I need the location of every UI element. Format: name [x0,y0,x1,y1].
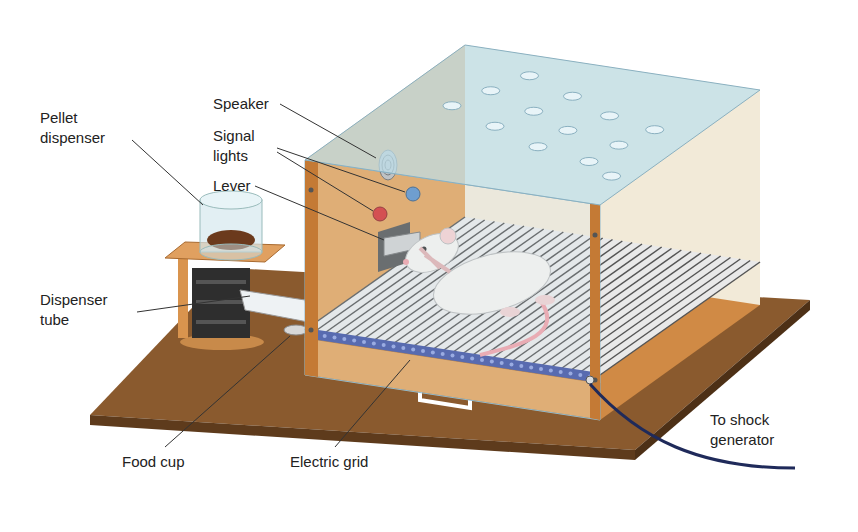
air-holes [443,72,664,180]
part-label: Lever [213,176,273,196]
air-holes-part [559,126,577,134]
leader-lines-part [255,186,384,240]
leader-lines-part [137,296,250,312]
leader-lines-part [132,140,203,205]
air-holes-part [601,112,619,120]
glass-walls-part [309,188,314,193]
air-holes-part [486,122,504,130]
dispenser-tube-part [240,290,308,322]
air-holes-part [529,143,547,151]
pellet-dispenser-part [196,280,246,284]
air-holes-part [580,158,598,166]
glass-walls [305,45,760,420]
glass-walls-part [593,233,598,238]
leader-lines-part [335,360,410,447]
air-holes-part [521,72,539,80]
air-holes-part [564,92,582,100]
air-holes-part [646,126,664,134]
leader-lines-part [165,336,290,447]
air-holes-part [603,172,621,180]
part-label: Pellet dispenser [40,108,125,148]
shock-cable-part [586,376,594,384]
air-holes-part [482,87,500,95]
pellet-dispenser [165,191,285,350]
part-label: Speaker [213,94,293,114]
grid-bars-part [590,261,750,374]
leader-lines-part [280,104,376,158]
air-holes-part [443,102,461,110]
dispenser-tube-part [284,325,308,335]
part-label: Signal lights [213,126,275,166]
dispenser-tube [240,290,308,335]
glass-walls-part [309,328,314,333]
pellet-dispenser-part [196,320,246,324]
glass-walls-part [305,160,318,377]
part-label: Food cup [122,452,212,472]
chamber [305,45,760,420]
grid-bars-part [600,262,760,375]
leader-lines-part [277,152,373,211]
part-label: Dispenser tube [40,290,130,330]
glass-walls-part [305,160,600,420]
leader-lines-part [277,148,405,192]
pellet-dispenser-part [165,242,285,262]
air-holes-part [610,141,628,149]
pellet-dispenser-part [178,258,188,338]
part-label: To shock generator [710,410,800,450]
leader-lines [132,104,410,447]
part-label: Electric grid [290,452,400,472]
grid-bars-part [580,259,740,372]
air-holes-part [525,107,543,115]
pellet-dispenser-part [200,244,262,260]
